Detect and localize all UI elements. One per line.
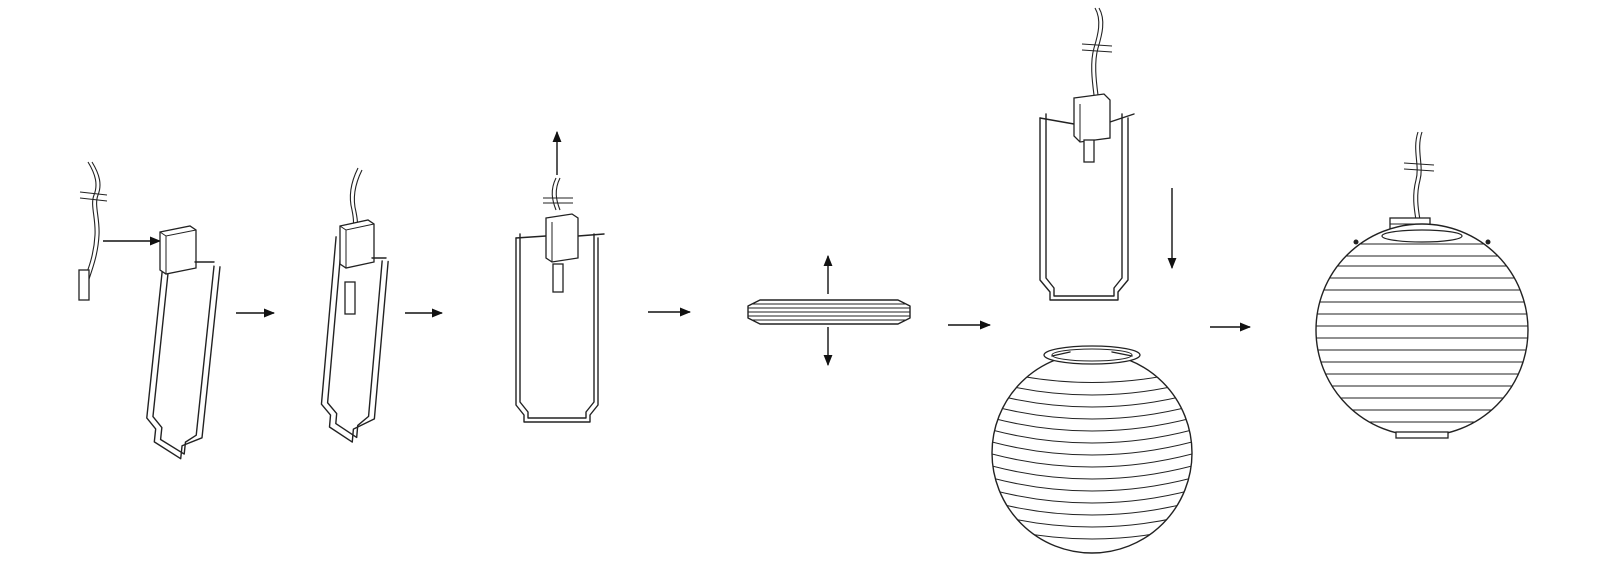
ribbed-shade-icon [1315, 223, 1529, 439]
ribbed-shade-icon [991, 345, 1193, 554]
step-5-frame-into-shade [991, 7, 1193, 554]
step-2-frame-with-socket [320, 167, 389, 443]
step-1-cord-and-frame [78, 161, 221, 460]
step-3-frame-lifted [515, 130, 605, 423]
step-4-collapsed-shade [747, 254, 911, 367]
step-6-assembled-lamp [1315, 131, 1529, 439]
